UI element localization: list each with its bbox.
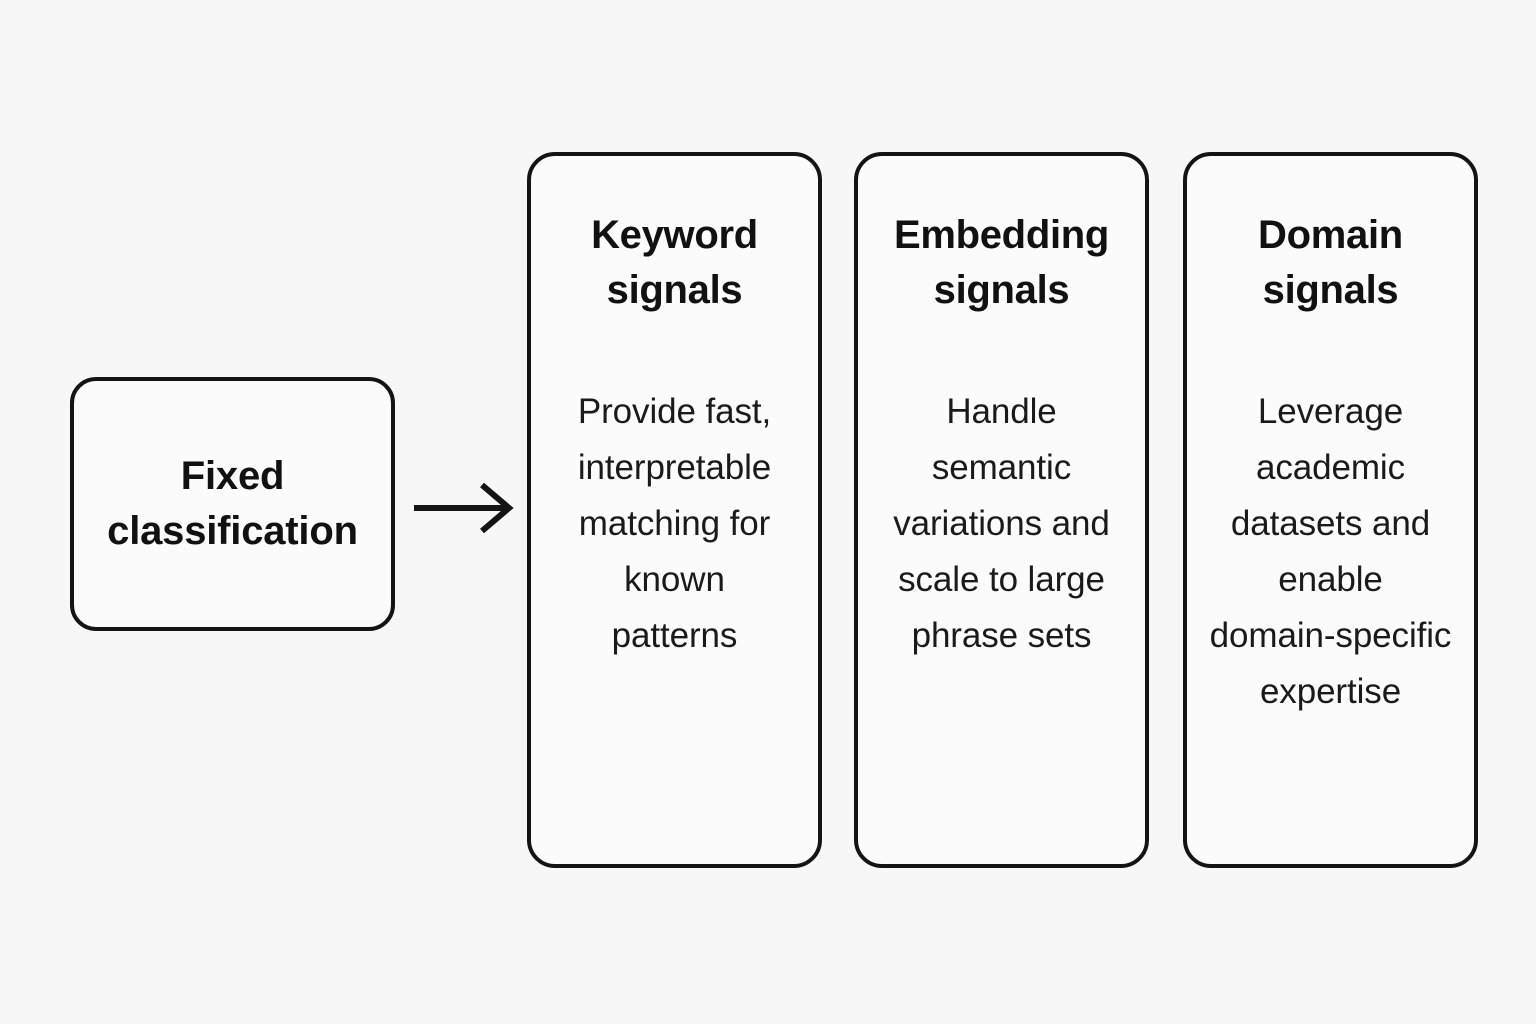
signal-card-body: Leverage academic datasets and enable do… [1209,392,1452,711]
signal-card-embedding[interactable]: Embedding signals Handle semantic variat… [854,152,1149,868]
signal-card-body: Provide fast, interpretable matching for… [577,392,772,655]
arrow-right-icon [410,480,520,536]
source-node-fixed-classification[interactable]: Fixed classification [70,377,395,631]
signal-card-title: Keyword signals [591,213,758,313]
signal-card-title: Embedding signals [893,213,1110,313]
signal-card-domain[interactable]: Domain signals Leverage academic dataset… [1183,152,1478,868]
signal-card-title: Domain signals [1258,213,1403,313]
source-node-label: Fixed classification [107,453,358,553]
signal-card-keyword[interactable]: Keyword signals Provide fast, interpreta… [527,152,822,868]
signal-card-body: Handle semantic variations and scale to … [893,392,1110,655]
